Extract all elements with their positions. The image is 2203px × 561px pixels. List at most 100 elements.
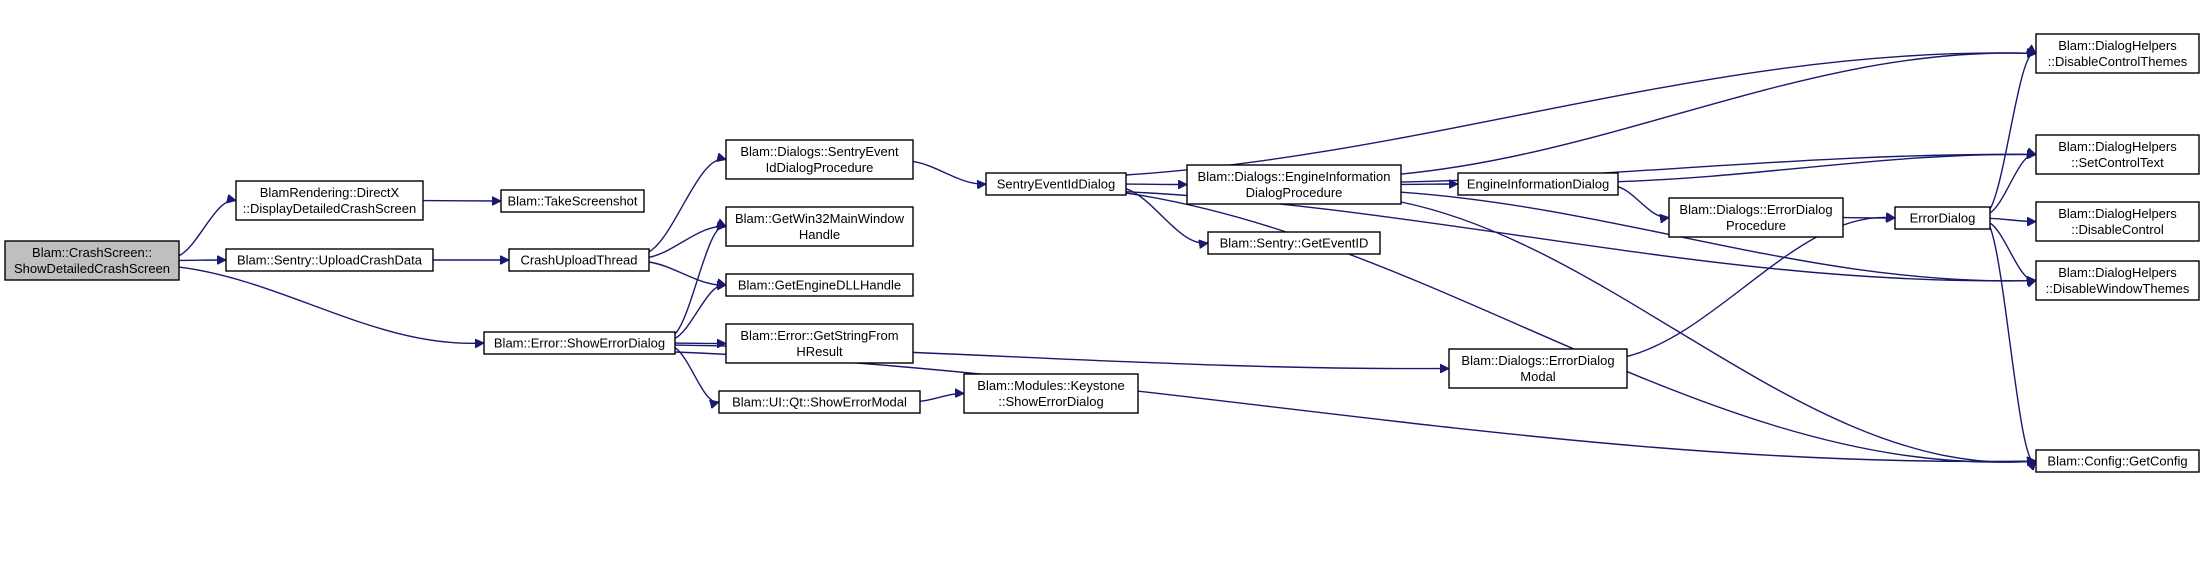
graph-node[interactable]: Blam::GetEngineDLLHandle [725,273,914,297]
node-box[interactable] [1457,172,1619,196]
node-box[interactable] [2035,201,2200,242]
node-label: BlamRendering::DirectX [260,185,400,200]
graph-node[interactable]: Blam::Modules::Keystone::ShowErrorDialog [963,373,1139,414]
node-label: Procedure [1726,218,1786,233]
node-box[interactable] [725,139,914,180]
graph-node[interactable]: Blam::Dialogs::EngineInformationDialogPr… [1186,164,1402,205]
graph-node[interactable]: Blam::TakeScreenshot [500,189,645,213]
edge-n0-to-n1 [178,200,236,257]
graph-node[interactable]: Blam::Dialogs::SentryEventIdDialogProced… [725,139,914,180]
edge-n6-to-n12 [912,160,986,184]
node-label: ErrorDialog [1910,211,1976,226]
graph-node[interactable]: EngineInformationDialog [1457,172,1619,196]
node-box[interactable] [508,248,650,272]
graph-node[interactable]: BlamRendering::DirectX::DisplayDetailedC… [235,180,424,221]
node-label: HResult [796,344,843,359]
edge-n13-to-n22 [1400,191,2036,281]
edge-n3-to-n23 [674,351,2036,461]
node-box[interactable] [1207,231,1381,255]
graph-node[interactable]: Blam::DialogHelpers::DisableControlTheme… [2035,33,2200,74]
node-label: Blam::Modules::Keystone [977,378,1124,393]
node-label: ::DisableControl [2071,222,2164,237]
node-label: Blam::DialogHelpers [2058,38,2177,53]
edge-n18-to-n23 [1989,226,2036,462]
node-label: Blam::UI::Qt::ShowErrorModal [732,395,907,410]
node-box[interactable] [725,206,914,247]
node-box[interactable] [1894,206,1991,230]
graph-node[interactable]: Blam::Sentry::UploadCrashData [225,248,434,272]
graph-node[interactable]: Blam::DialogHelpers::DisableControl [2035,201,2200,242]
node-label: ::DisableWindowThemes [2046,281,2190,296]
edge-n15-to-n18 [1626,217,1895,358]
edge-n12-to-n19 [1125,53,2036,176]
node-box[interactable] [2035,33,2200,74]
node-label: Blam::Error::ShowErrorDialog [494,336,665,351]
graph-node[interactable]: CrashUploadThread [508,248,650,272]
edge-n16-to-n17 [1617,186,1669,218]
graph-node[interactable]: Blam::CrashScreen::ShowDetailedCrashScre… [4,240,180,281]
node-box[interactable] [2035,134,2200,175]
node-label: Blam::Dialogs::ErrorDialog [1461,353,1614,368]
node-box[interactable] [725,273,914,297]
edge-n13-to-n23 [1400,201,2036,462]
edge-n0-to-n3 [178,266,484,343]
edge-n5-to-n6 [648,159,726,253]
node-box[interactable] [1448,348,1628,389]
edge-n10-to-n11 [919,393,964,403]
node-label: Blam::TakeScreenshot [507,194,637,209]
edge-n12-to-n14 [1125,188,1208,244]
node-label: Blam::Sentry::UploadCrashData [237,253,423,268]
node-label: Blam::Dialogs::ErrorDialog [1679,202,1832,217]
node-box[interactable] [4,240,180,281]
node-box[interactable] [2035,449,2200,473]
graph-node[interactable]: Blam::Error::ShowErrorDialog [483,331,676,355]
node-box[interactable] [1668,197,1844,238]
graph-node[interactable]: SentryEventIdDialog [985,172,1127,196]
edge-n18-to-n19 [1989,53,2036,210]
node-label: Blam::Dialogs::SentryEvent [740,144,899,159]
graph-node[interactable]: Blam::UI::Qt::ShowErrorModal [718,390,921,414]
node-label: Blam::GetEngineDLLHandle [738,278,901,293]
node-box[interactable] [963,373,1139,414]
edge-n18-to-n21 [1989,218,2036,221]
node-label: DialogProcedure [1246,185,1343,200]
node-box[interactable] [483,331,676,355]
node-box[interactable] [725,323,914,364]
node-label: ::DisplayDetailedCrashScreen [243,201,416,216]
node-box[interactable] [1186,164,1402,205]
node-label: ShowDetailedCrashScreen [14,261,170,276]
node-label: Handle [799,227,840,242]
node-box[interactable] [500,189,645,213]
graph-node[interactable]: Blam::DialogHelpers::DisableWindowThemes [2035,260,2200,301]
node-box[interactable] [225,248,434,272]
node-box[interactable] [985,172,1127,196]
node-box[interactable] [2035,260,2200,301]
nodes-layer: Blam::CrashScreen::ShowDetailedCrashScre… [4,33,2200,473]
node-label: EngineInformationDialog [1467,177,1609,192]
edge-n13-to-n19 [1400,53,2036,175]
graph-node[interactable]: ErrorDialog [1894,206,1991,230]
node-label: Blam::GetWin32MainWindow [735,211,905,226]
node-box[interactable] [718,390,921,414]
node-box[interactable] [235,180,424,221]
node-label: Modal [1520,369,1556,384]
edge-n3-to-n7 [674,226,726,335]
node-label: SentryEventIdDialog [997,177,1116,192]
node-label: ::SetControlText [2071,155,2164,170]
edge-n18-to-n20 [1989,154,2036,214]
edge-n18-to-n22 [1989,222,2036,281]
node-label: Blam::DialogHelpers [2058,206,2177,221]
node-label: Blam::Dialogs::EngineInformation [1198,169,1391,184]
edge-n5-to-n8 [648,261,726,285]
graph-node[interactable]: Blam::Config::GetConfig [2035,449,2200,473]
node-label: Blam::Error::GetStringFrom [740,328,898,343]
node-label: IdDialogProcedure [766,160,874,175]
edge-n16-to-n20 [1617,154,2036,183]
graph-node[interactable]: Blam::Sentry::GetEventID [1207,231,1381,255]
graph-node[interactable]: Blam::DialogHelpers::SetControlText [2035,134,2200,175]
node-label: Blam::DialogHelpers [2058,265,2177,280]
